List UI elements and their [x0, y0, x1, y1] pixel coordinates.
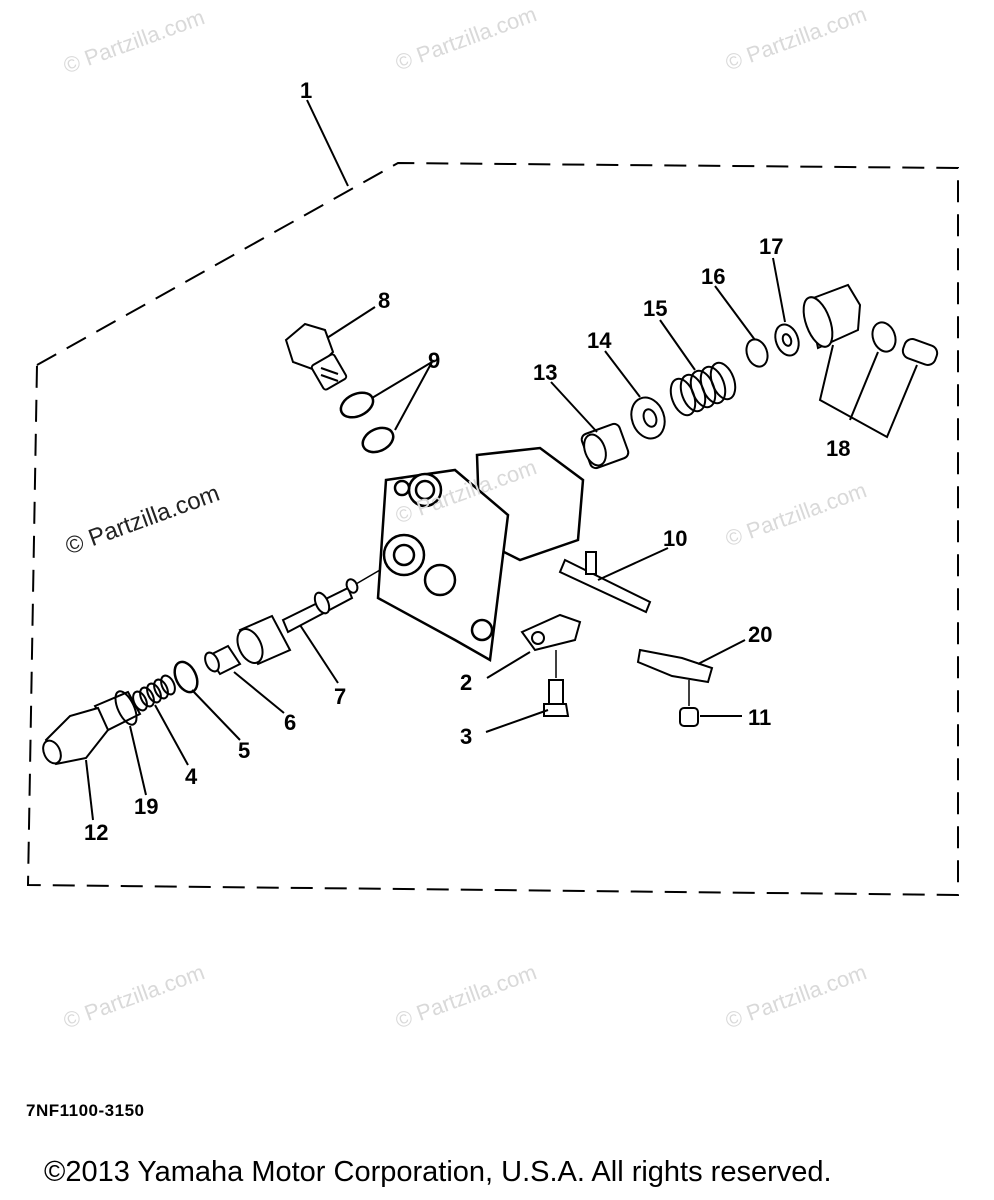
callout-10: 10: [663, 526, 688, 551]
part-15-spring: [669, 361, 737, 417]
callout-7: 7: [334, 684, 347, 709]
leader-9: [371, 359, 435, 431]
callout-3: 3: [460, 724, 473, 749]
leader-14: [604, 350, 641, 398]
leader-15: [659, 319, 696, 371]
callout-8: 8: [378, 288, 391, 313]
callout-6: 6: [284, 710, 297, 735]
leader-20: [697, 639, 746, 665]
part-16-clip: [745, 338, 769, 368]
callout-16: 16: [701, 264, 726, 289]
part-4-spring: [132, 674, 176, 712]
leader-8: [326, 306, 376, 339]
leader-18b: [849, 351, 879, 421]
callout-12: 12: [84, 820, 109, 845]
leader-13: [550, 381, 598, 433]
part-19-washer: [114, 690, 138, 726]
leader-3: [485, 709, 549, 733]
callout-17: 17: [759, 234, 784, 259]
part-8-banjo-bolt: [284, 322, 348, 391]
leader-12: [85, 759, 94, 821]
part-2-bracket: [520, 613, 582, 652]
leader-1: [306, 99, 349, 187]
leader-4: [154, 704, 189, 766]
part-11-screw: [679, 707, 699, 727]
axis-line-7: [355, 569, 381, 585]
main-housing: [376, 446, 585, 663]
leader-19: [129, 725, 147, 796]
callout-15: 15: [643, 296, 668, 321]
callout-5: 5: [238, 738, 251, 763]
callout-11: 11: [748, 705, 772, 730]
leader-7: [299, 624, 339, 684]
callout-14: 14: [587, 328, 612, 353]
part-13-gear: [580, 422, 630, 470]
callout-20: 20: [748, 622, 773, 647]
part-18-cap-and-pin: [802, 283, 939, 366]
part-12-plug: [42, 690, 142, 766]
callout-18: 18: [826, 436, 851, 461]
part-9-washers: [339, 391, 395, 454]
part-17-washer: [774, 323, 800, 357]
part-6-piston: [204, 644, 242, 676]
callout-4: 4: [185, 764, 198, 789]
callout-2: 2: [460, 670, 473, 695]
part-20-plate: [636, 648, 714, 684]
leader-17: [772, 257, 786, 323]
part-3-bolt: [543, 679, 570, 717]
callout-13: 13: [533, 360, 558, 385]
leader-2: [486, 651, 531, 679]
part-code: 7NF1100-3150: [26, 1101, 145, 1120]
leader-10: [597, 547, 669, 581]
leader-6: [233, 671, 285, 714]
callout-1: 1: [300, 78, 313, 103]
leader-16: [714, 285, 756, 341]
leader-18: [818, 344, 918, 439]
part-10-rod: [558, 551, 652, 614]
callout-9: 9: [428, 348, 441, 373]
assembly-boundary: [26, 161, 959, 897]
part-7-valve-stem: [236, 578, 359, 666]
leader-5: [191, 689, 241, 741]
callout-19: 19: [134, 794, 159, 819]
part-14-collar: [630, 396, 666, 440]
copyright-notice: ©2013 Yamaha Motor Corporation, U.S.A. A…: [44, 1156, 832, 1188]
